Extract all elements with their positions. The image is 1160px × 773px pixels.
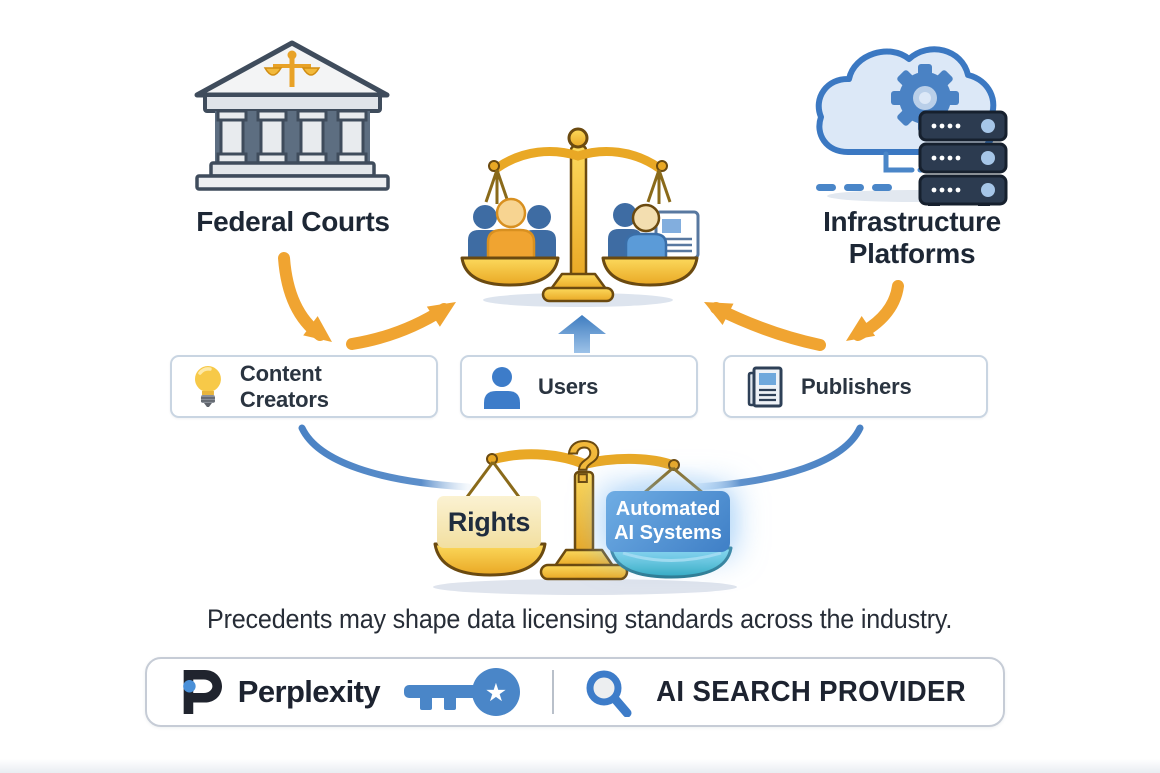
infrastructure-platforms-label: Infrastructure Platforms xyxy=(782,206,1042,270)
key-icon: ★ xyxy=(403,668,520,716)
users-box: Users xyxy=(460,355,698,418)
caption-text: Precedents may shape data licensing stan… xyxy=(207,604,953,634)
footer-bar: Perplexity ★ AI SEARCH PROVIDER xyxy=(145,657,1005,727)
user-icon xyxy=(484,366,520,409)
balance-scale-people-icon xyxy=(460,127,700,307)
infrastructure-line1: Infrastructure xyxy=(823,206,1001,237)
brand-name: Perplexity xyxy=(237,674,381,709)
bottom-edge-fade xyxy=(0,759,1160,773)
users-label: Users xyxy=(538,373,599,399)
cloud-gear-servers-icon xyxy=(815,46,1008,206)
people-group-right xyxy=(608,203,700,261)
up-arrow-icon xyxy=(558,315,606,353)
question-mark-glyph: ? xyxy=(566,430,601,495)
ai-pan xyxy=(609,546,733,579)
arrow-publishers-to-scale xyxy=(710,302,826,351)
rights-tag: Rights xyxy=(437,496,541,548)
caption: Precedents may shape data licensing stan… xyxy=(0,604,1160,635)
arrow-courts-to-creators xyxy=(278,252,326,341)
provider-label: AI SEARCH PROVIDER xyxy=(656,675,967,708)
courthouse-icon xyxy=(194,40,390,191)
scale-beam xyxy=(492,147,664,173)
data-dashes xyxy=(816,184,892,191)
arrow-platforms-to-publishers xyxy=(852,280,904,341)
key-star-glyph: ★ xyxy=(485,678,507,707)
arrow-creators-to-scale xyxy=(346,303,450,350)
ai-tag-line2: AI Systems xyxy=(614,521,722,544)
automated-ai-systems-tag: Automated AI Systems xyxy=(606,491,730,552)
search-icon xyxy=(586,670,632,717)
publishers-label: Publishers xyxy=(801,373,912,399)
rights-tag-label: Rights xyxy=(447,506,531,537)
infrastructure-line2: Platforms xyxy=(848,238,976,270)
publishers-box: Publishers xyxy=(723,355,988,418)
perplexity-logo xyxy=(182,669,222,715)
server-stack-icon xyxy=(918,110,1008,206)
ai-tag-label: Automated AI Systems xyxy=(614,498,722,545)
content-creators-box: Content Creators xyxy=(170,355,438,418)
lower-scale-beam xyxy=(489,449,677,470)
content-creators-label: Content Creators xyxy=(239,360,329,412)
rights-pan xyxy=(433,542,547,577)
courthouse-scales-glyph xyxy=(263,50,321,87)
lightbulb-icon xyxy=(194,365,221,407)
federal-courts-label: Federal Courts xyxy=(196,206,390,237)
ai-tag-line1: Automated xyxy=(615,497,721,520)
footer-divider xyxy=(551,670,554,714)
scale-pan-right xyxy=(601,256,699,287)
scale-pan-left xyxy=(460,256,560,287)
people-group-left xyxy=(468,197,556,261)
newspaper-icon xyxy=(747,366,783,407)
